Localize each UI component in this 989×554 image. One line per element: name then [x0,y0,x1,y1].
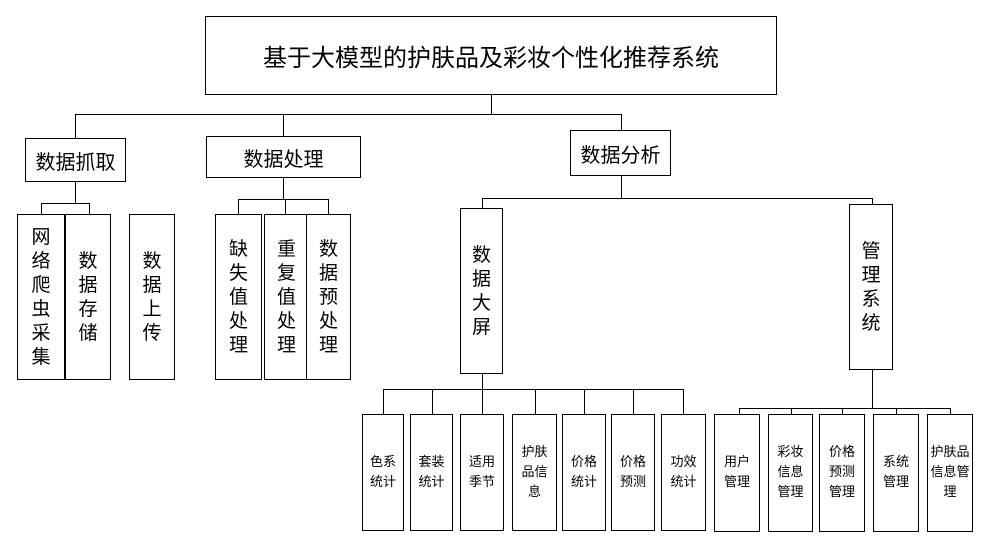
node-data-storage: 数据存储 [65,214,111,380]
node-duplicate-values: 重复值处理 [264,214,309,380]
connector-line [383,389,683,390]
node-label: 重复值处理 [276,238,296,356]
node-label: 网络爬虫采集 [31,226,51,368]
connector-line [633,389,634,414]
node-label: 数据上传 [142,250,162,344]
connector-line [535,389,536,414]
connector-line [791,408,792,414]
connector-line [482,374,483,389]
leaf-color-stats: 色系统计 [362,414,404,531]
leaf-efficacy-stats: 功效统计 [661,414,706,531]
connector-line [872,198,873,204]
node-label: 数据存储 [78,250,98,344]
leaf-price-stats: 价格统计 [562,414,606,531]
node-label: 数据大屏 [471,244,491,338]
node-preprocessing: 数据预处理 [306,214,351,380]
node-label: 数据预处理 [318,238,338,356]
node-label: 价格预测管理 [828,445,855,500]
leaf-user-management: 用户管理 [714,414,760,532]
connector-line [621,175,622,198]
node-label: 护肤品信息管理 [930,445,970,500]
connector-line [739,408,950,409]
connector-line [383,389,384,414]
node-label: 价格预测 [619,454,646,490]
connector-line [491,94,492,114]
connector-line [285,199,286,214]
leaf-makeup-info-management: 彩妆信息管理 [768,414,813,532]
connector-line [896,408,897,414]
connector-line [872,369,873,408]
leaf-system-management: 系统管理 [873,414,919,532]
leaf-set-stats: 套装统计 [410,414,453,531]
connector-line [41,203,89,204]
node-label: 缺失值处理 [228,238,248,356]
node-data-dashboard: 数据大屏 [460,208,503,374]
connector-line [482,198,872,199]
node-label: 套装统计 [418,454,445,490]
node-label: 护肤品信息 [521,444,548,500]
connector-line [283,177,284,199]
leaf-season: 适用季节 [460,414,504,531]
node-management-system: 管理系统 [849,204,893,370]
connector-line [75,114,621,115]
node-label: 色系统计 [369,454,396,490]
node-label: 系统管理 [882,455,909,490]
node-label: 用户管理 [723,455,750,490]
node-data-upload: 数据上传 [129,214,175,380]
connector-line [482,198,483,208]
node-data-crawl: 数据抓取 [25,138,126,182]
connector-line [739,408,740,414]
leaf-price-forecast: 价格预测 [611,414,655,531]
connector-line [621,114,622,130]
node-label: 适用季节 [468,454,495,490]
node-data-analysis: 数据分析 [570,130,671,176]
node-missing-values: 缺失值处理 [215,214,262,380]
root-node: 基于大模型的护肤品及彩妆个性化推荐系统 [205,16,777,95]
connector-line [41,203,42,214]
connector-line [432,389,433,414]
connector-line [238,199,328,200]
connector-line [283,114,284,136]
node-label: 彩妆信息管理 [777,445,804,500]
leaf-price-forecast-management: 价格预测管理 [819,414,865,532]
connector-line [75,181,76,203]
connector-line [950,408,951,414]
connector-line [328,199,329,214]
node-label: 功效统计 [670,454,697,490]
leaf-skincare-info: 护肤品信息 [512,414,557,531]
node-label: 价格统计 [570,454,597,490]
connector-line [89,203,90,214]
connector-line [75,114,76,138]
connector-line [238,199,239,214]
node-web-crawler: 网络爬虫采集 [17,214,65,380]
leaf-skincare-info-management: 护肤品信息管理 [927,414,973,532]
connector-line [482,389,483,414]
node-data-processing: 数据处理 [206,136,361,178]
connector-line [842,408,843,414]
connector-line [683,389,684,414]
connector-line [584,389,585,414]
node-label: 管理系统 [861,240,881,334]
